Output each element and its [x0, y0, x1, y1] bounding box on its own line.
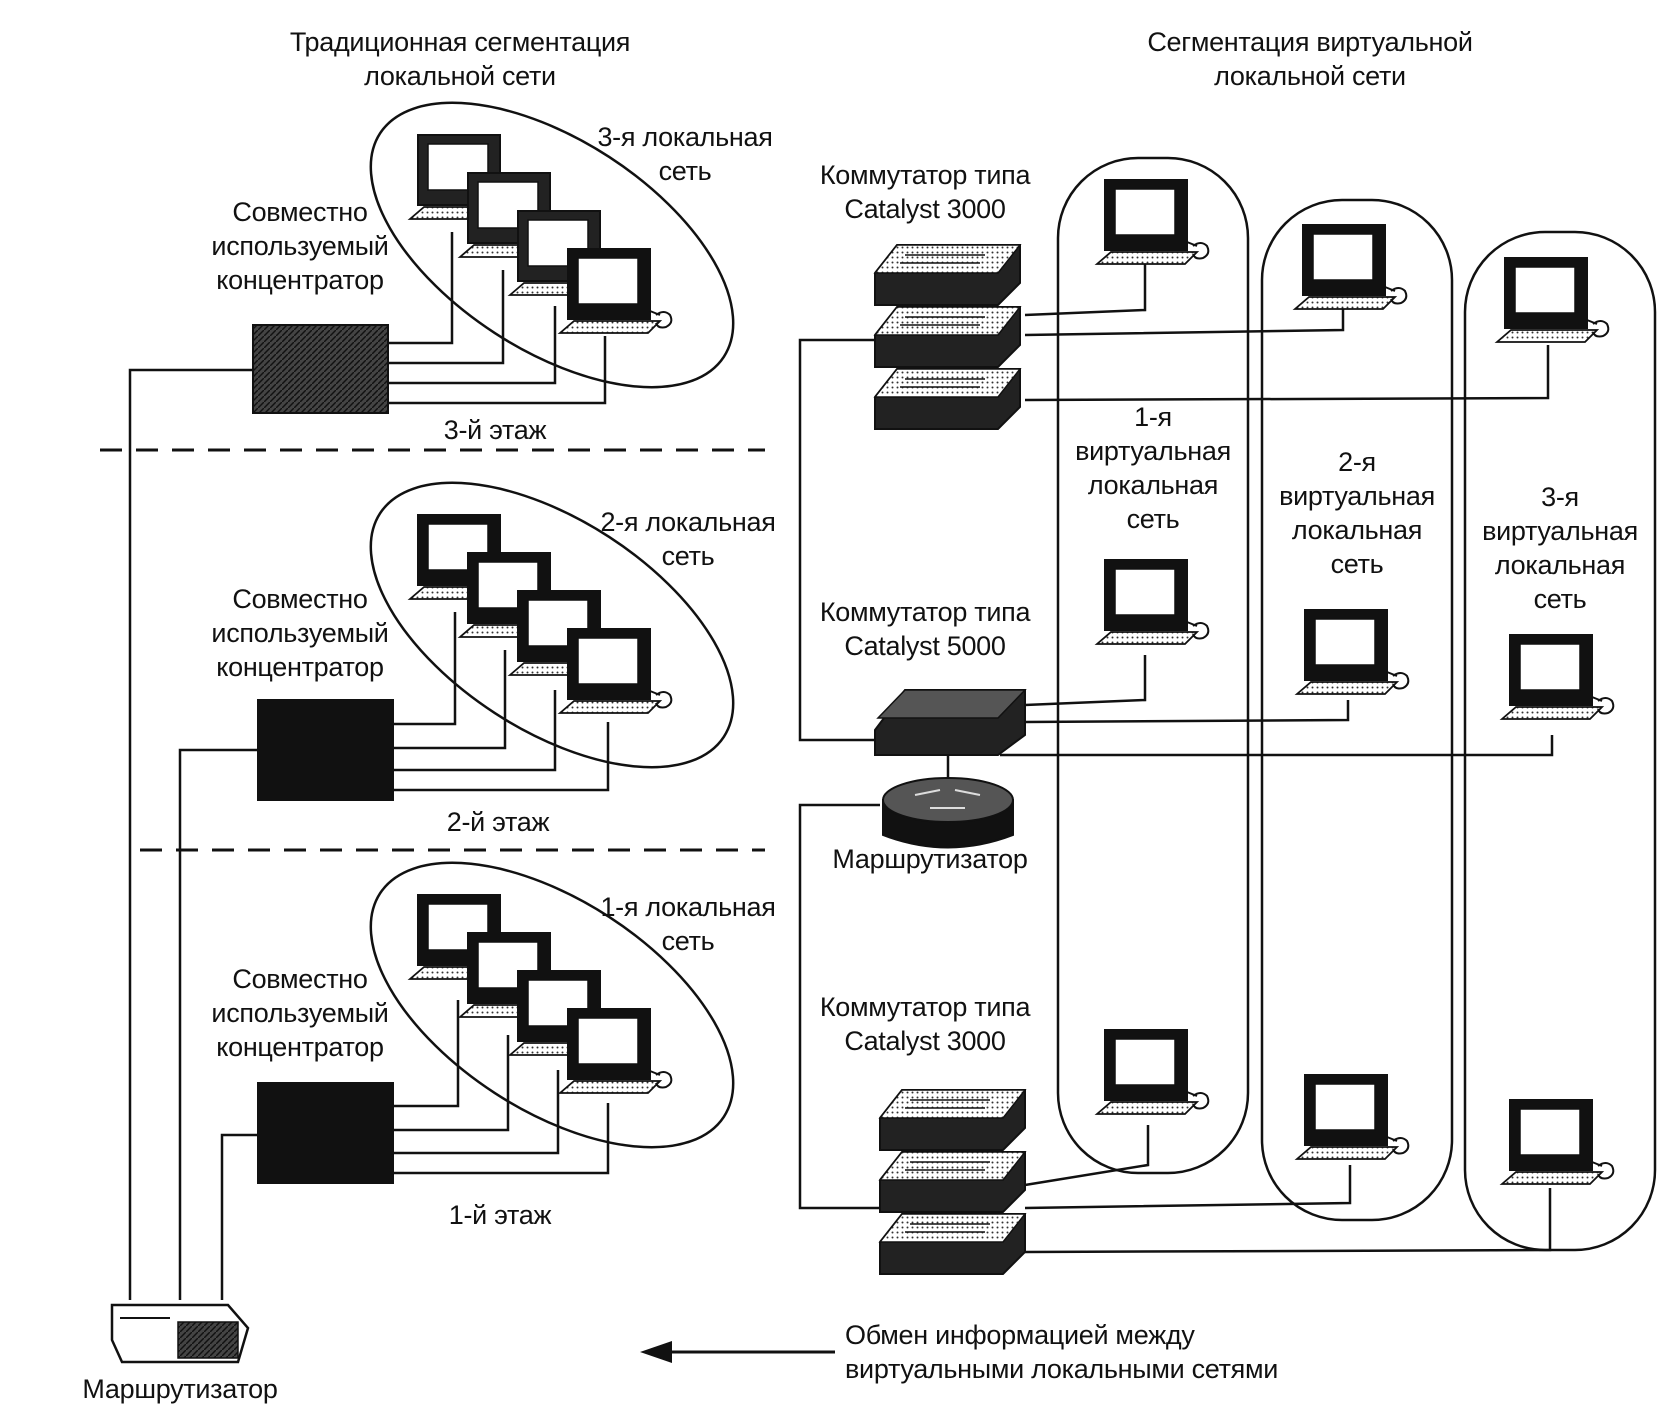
lan-1-ellipse [369, 861, 735, 1149]
floor-3-lan-label: 3-я локальная сеть [597, 122, 773, 186]
floor-1-hub-label: Совместно используемый концентратор [211, 964, 389, 1062]
computer-icon [557, 248, 673, 334]
floor-2-hub-label: Совместно используемый концентратор [211, 584, 389, 682]
vlan-3-column [1463, 230, 1657, 1252]
floor-2-label: 2-й этаж [446, 807, 550, 837]
floor-3-label: 3-й этаж [443, 415, 547, 445]
computer-icon [407, 134, 513, 220]
left-computers [407, 134, 673, 1094]
switch-icon [873, 244, 1022, 430]
hub-icon [252, 324, 389, 414]
backbone-cables [798, 338, 950, 1210]
right-panel-title: Сегментация виртуальной локальной сети [1147, 27, 1473, 91]
computer-icon [407, 894, 513, 980]
exchange-label: Обмен информацией между виртуальными лок… [845, 1320, 1279, 1384]
vlan-1-column [1056, 156, 1250, 1175]
floor-1-cables [393, 1000, 610, 1175]
floor-1-label: 1-й этаж [448, 1200, 552, 1230]
left-panel-title: Традиционная сегментация локальной сети [289, 27, 631, 91]
vlan-3-label: 3-я виртуальная локальная сеть [1482, 482, 1638, 614]
router-icon [110, 1303, 250, 1364]
vlan-2-column [1260, 198, 1454, 1222]
vlan-1-label: 1-я виртуальная локальная сеть [1075, 402, 1231, 534]
computer-icon [1094, 1029, 1210, 1115]
switch-icon [878, 1089, 1027, 1275]
computer-icon [1292, 224, 1408, 310]
switch-icon [874, 689, 1027, 756]
computer-icon [557, 628, 673, 714]
hub-icon [257, 1082, 394, 1184]
arrow-left-icon [640, 1341, 835, 1363]
vlan-computers [1094, 179, 1615, 1185]
right-router-label: Маршрутизатор [832, 844, 1028, 874]
floor-2-cables [393, 612, 610, 792]
computer-icon [1094, 179, 1210, 265]
router-icon [882, 777, 1014, 849]
floor-1-lan-label: 1-я локальная сеть [600, 892, 776, 956]
floor-3-hub-label: Совместно используемый концентратор [211, 197, 389, 295]
computer-icon [1499, 634, 1615, 720]
computer-icon [1094, 559, 1210, 645]
switch-middle-label: Коммутатор типа Catalyst 5000 [819, 597, 1031, 661]
floor-separators [100, 448, 765, 852]
left-router-label: Маршрутизатор [82, 1374, 278, 1404]
computer-icon [507, 210, 613, 296]
computer-icon [1499, 1099, 1615, 1185]
computer-icon [1294, 1074, 1410, 1160]
hub-icon [257, 699, 394, 801]
computer-icon [557, 1008, 673, 1094]
vlan-2-label: 2-я виртуальная локальная сеть [1279, 447, 1435, 579]
computer-icon [1494, 257, 1610, 343]
computer-icon [1294, 609, 1410, 695]
lan-3-ellipse [369, 101, 735, 389]
floor-3-cables [388, 232, 607, 405]
switch-top-label: Коммутатор типа Catalyst 3000 [819, 160, 1031, 224]
vlan-cables [1000, 262, 1554, 1254]
router-uplinks [128, 368, 258, 1300]
floor-2-lan-label: 2-я локальная сеть [600, 507, 776, 571]
switch-bottom-label: Коммутатор типа Catalyst 3000 [819, 992, 1031, 1056]
lan-2-ellipse [369, 481, 735, 769]
